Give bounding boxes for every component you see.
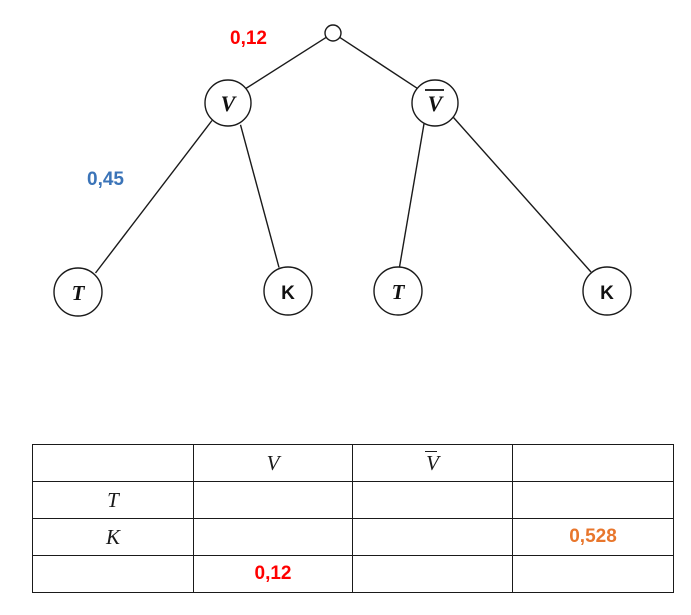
cell-t-total[interactable]	[512, 481, 674, 519]
cell-total-v[interactable]: 0,12	[193, 555, 353, 593]
cell-k-v[interactable]	[193, 518, 353, 556]
node-v-circle	[204, 79, 252, 127]
cell-k-v-bar[interactable]	[352, 518, 513, 556]
cell-header-v-bar[interactable]: V	[352, 444, 513, 482]
node-t-right-circle	[373, 266, 423, 316]
probability-table: V V T K	[32, 444, 674, 593]
node-v-bar-label: V	[428, 91, 445, 116]
edge-vbar-to-k	[452, 117, 592, 273]
node-k-right[interactable]: K	[582, 266, 632, 316]
node-t-left-circle	[53, 267, 103, 317]
edge-label-v-to-t: 0,45	[87, 169, 124, 190]
row-k-label: K	[105, 524, 120, 549]
edge-v-to-k	[239, 124, 280, 268]
node-v[interactable]: V	[204, 79, 252, 127]
value-k-total: 0,528	[569, 526, 617, 547]
table-row-total: 0,12	[32, 555, 674, 593]
cell-total-total[interactable]	[512, 555, 674, 593]
node-t-right[interactable]: T	[373, 266, 423, 316]
value-total-v: 0,12	[254, 563, 292, 584]
cell-row-label-t[interactable]: T	[32, 481, 194, 519]
cell-header-blank-right[interactable]	[512, 444, 674, 482]
probability-tree-graphic: V V T K T K	[53, 24, 632, 317]
node-v-label: V	[221, 91, 238, 116]
node-k-left-circle	[263, 266, 313, 316]
cell-row-label-k[interactable]: K	[32, 518, 194, 556]
node-root[interactable]	[324, 24, 342, 42]
node-v-bar-circle	[411, 79, 459, 127]
node-k-right-circle	[582, 266, 632, 316]
table-row-t: T	[32, 481, 674, 519]
cell-total-label[interactable]	[32, 555, 194, 593]
cell-header-blank-left[interactable]	[32, 444, 194, 482]
tree-edges	[94, 36, 592, 274]
node-v-bar[interactable]: V	[411, 79, 459, 127]
edge-vbar-to-t	[398, 123, 425, 268]
edge-label-root-to-v: 0,12	[230, 28, 267, 49]
header-v-label: V	[266, 450, 280, 475]
table-row-k: K 0,528	[32, 518, 674, 556]
cell-header-v[interactable]: V	[193, 444, 353, 482]
cell-total-v-bar[interactable]	[352, 555, 513, 593]
node-t-left[interactable]: T	[53, 267, 103, 317]
row-t-label: T	[107, 487, 119, 512]
cell-k-total[interactable]: 0,528	[512, 518, 674, 556]
node-k-left[interactable]: K	[263, 266, 313, 316]
edge-root-to-v	[245, 36, 327, 90]
edge-v-to-t	[94, 120, 213, 274]
cell-t-v-bar[interactable]	[352, 481, 513, 519]
cell-t-v[interactable]	[193, 481, 353, 519]
table-row-header: V V	[32, 444, 674, 482]
node-t-right-label: T	[392, 280, 406, 304]
node-t-left-label: T	[72, 281, 86, 305]
header-v-bar-label: V	[425, 450, 439, 475]
edge-root-to-vbar	[339, 36, 419, 90]
node-k-right-label: K	[600, 283, 614, 304]
node-k-left-label: K	[281, 283, 295, 304]
